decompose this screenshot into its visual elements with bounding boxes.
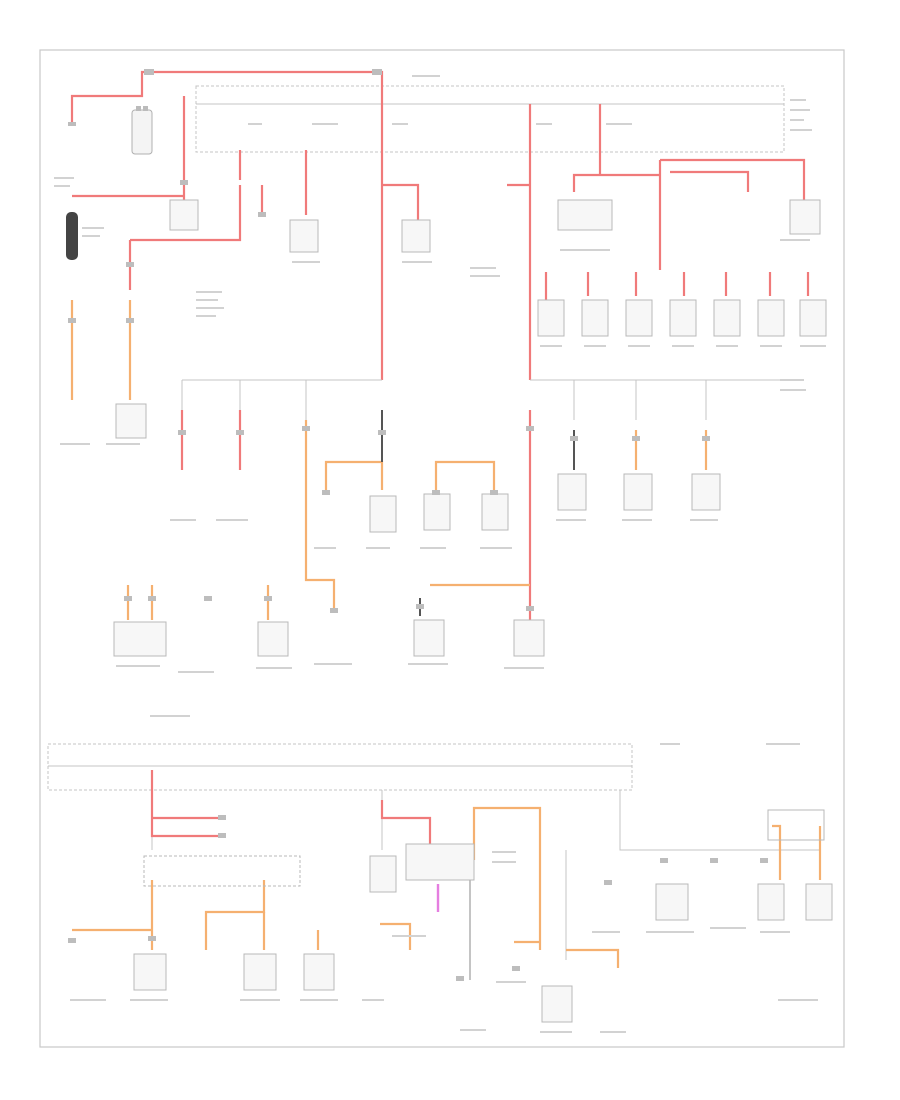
mid-red-drops	[180, 410, 532, 620]
mid-orange-branches	[126, 420, 708, 620]
mid-components	[113, 473, 721, 657]
lower-components	[133, 809, 833, 1023]
ignition-switch-box	[115, 403, 147, 439]
label-placeholders	[54, 75, 826, 1033]
instrument-panel-fuse-block	[47, 743, 633, 791]
underhood-fuse-block	[195, 85, 785, 153]
fusible-link	[66, 212, 78, 260]
battery-feed	[70, 70, 810, 380]
lower-red	[150, 770, 432, 848]
diagram-frame	[39, 49, 845, 1048]
left-orange-feeds	[70, 300, 132, 400]
connector-nubs	[68, 69, 768, 981]
mid-bus	[181, 379, 780, 470]
lower-bus	[151, 790, 820, 960]
top-components	[169, 199, 827, 337]
lower-orange	[72, 806, 822, 968]
battery	[131, 106, 153, 155]
